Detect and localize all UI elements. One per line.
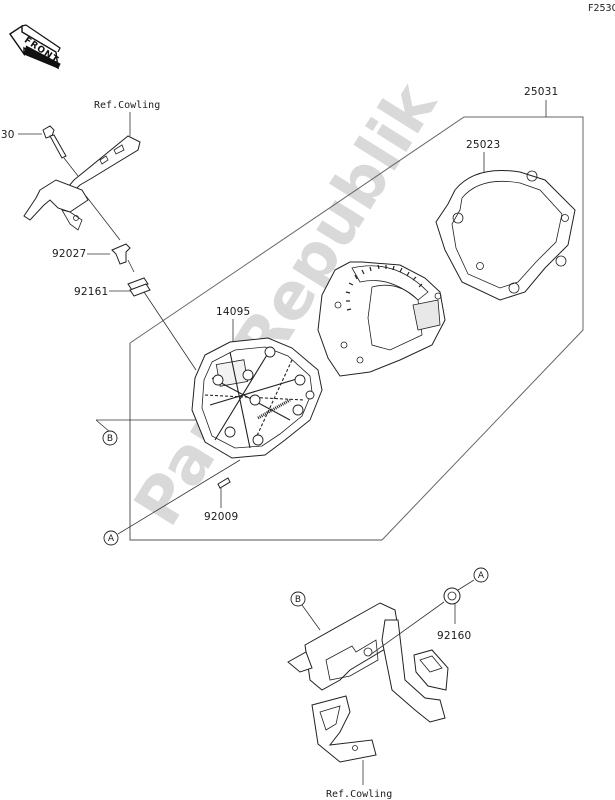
marker-b-left-text: B bbox=[107, 434, 113, 444]
assembly-frame bbox=[129, 100, 584, 541]
marker-a-left: A bbox=[103, 530, 119, 546]
damper-part bbox=[127, 277, 151, 297]
part-label-ref-cowling-bottom: Ref.Cowling bbox=[326, 789, 392, 800]
part-label-25023: 25023 bbox=[466, 139, 500, 151]
part-label-92027: 92027 bbox=[52, 248, 86, 260]
part-label-ref-cowling-top: Ref.Cowling bbox=[94, 100, 160, 111]
part-label-92160: 92160 bbox=[437, 630, 471, 642]
part-label-130: 130 bbox=[0, 129, 15, 141]
meter-unit-part bbox=[317, 261, 446, 377]
meter-case-part bbox=[191, 337, 323, 459]
collar-part bbox=[111, 243, 131, 265]
marker-a-right-text: A bbox=[478, 571, 485, 581]
top-bracket-part bbox=[23, 135, 141, 231]
part-label-25031: 25031 bbox=[524, 86, 558, 98]
grommet-part bbox=[443, 587, 461, 605]
diagram-code: F2530 bbox=[588, 3, 615, 14]
bottom-bracket-part bbox=[287, 602, 449, 763]
front-arrow-icon: FRONT bbox=[9, 24, 61, 70]
part-label-92161: 92161 bbox=[74, 286, 108, 298]
marker-b-right-text: B bbox=[295, 595, 301, 605]
marker-b-right: B bbox=[290, 591, 306, 607]
meter-cover-part bbox=[435, 169, 576, 301]
marker-a-left-text: A bbox=[108, 534, 115, 544]
marker-a-right: A bbox=[473, 567, 489, 583]
bolt-part bbox=[42, 125, 67, 159]
part-label-92009: 92009 bbox=[204, 511, 238, 523]
screw-part bbox=[217, 477, 231, 508]
marker-b-left: B bbox=[102, 430, 118, 446]
part-label-14095: 14095 bbox=[216, 306, 250, 318]
